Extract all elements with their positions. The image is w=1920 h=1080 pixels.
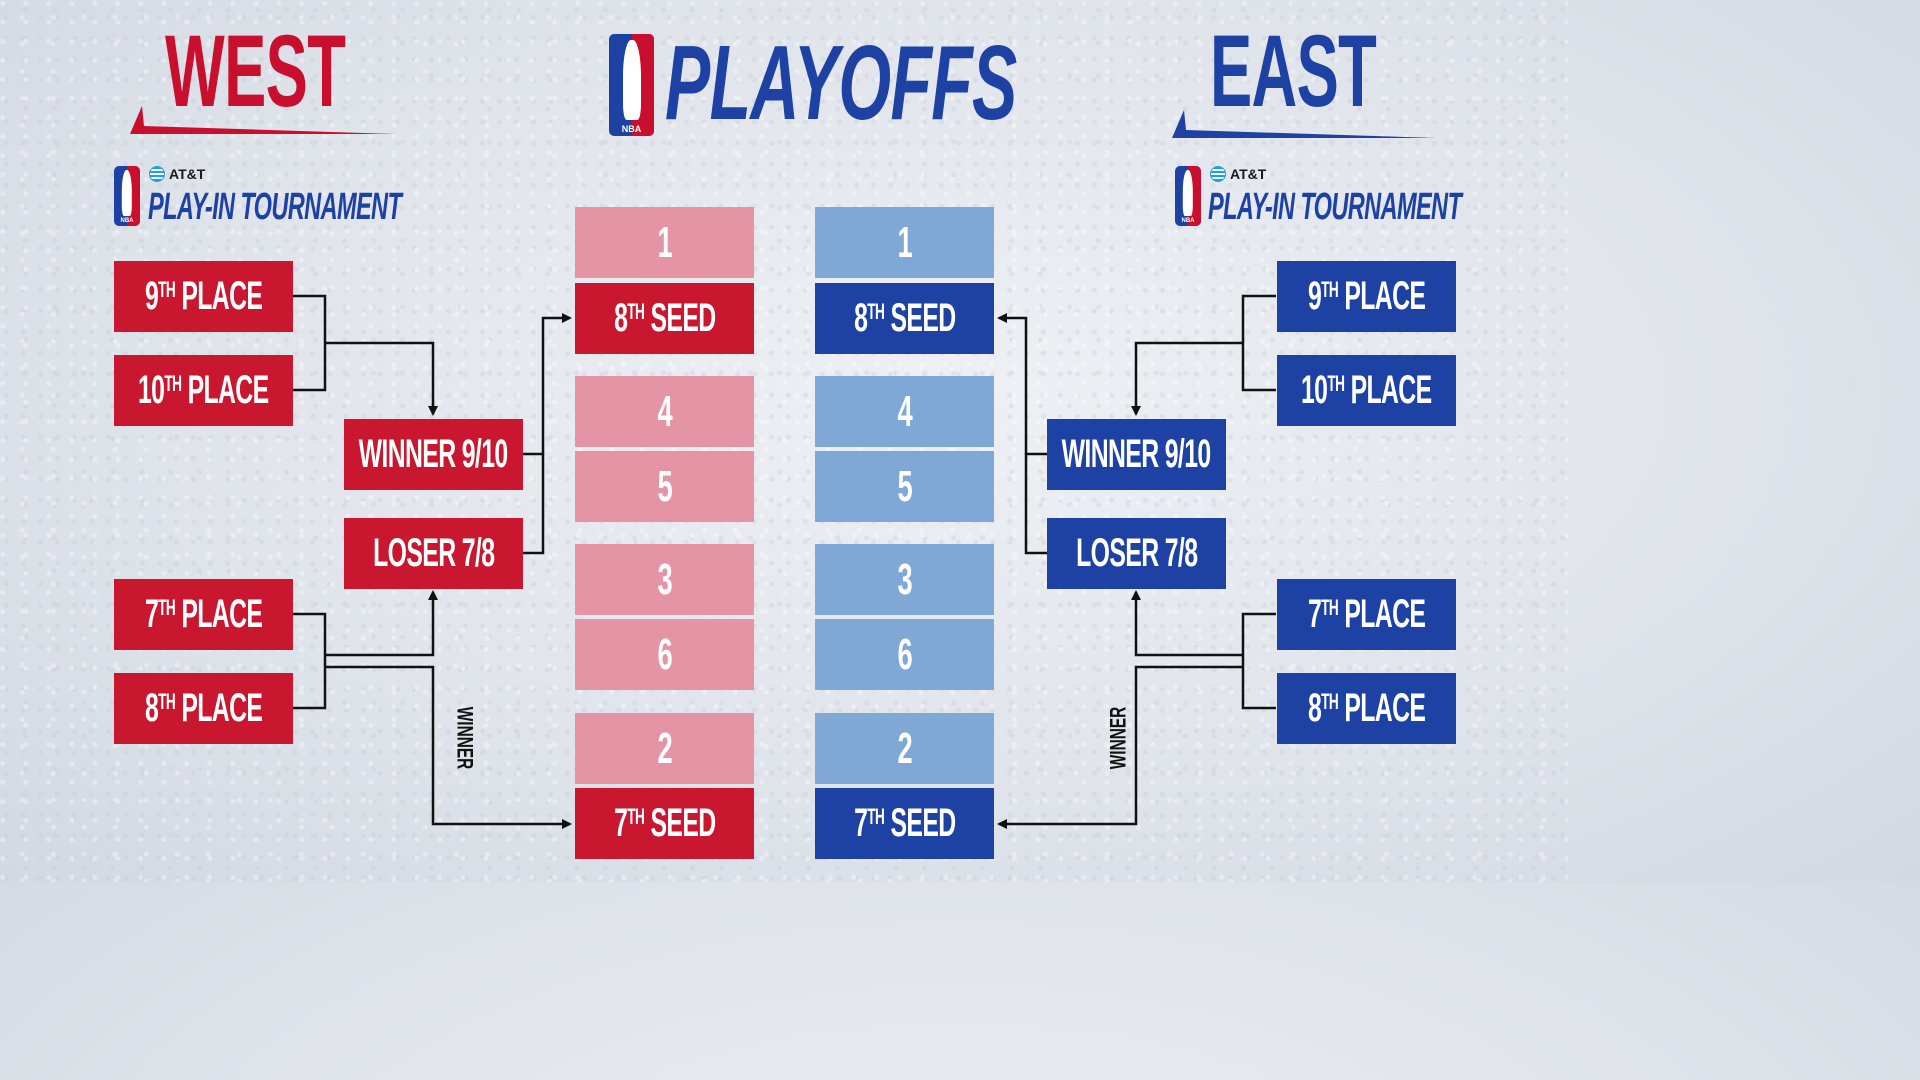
east-seed-1: 1 — [815, 207, 994, 278]
west-seed-2: 2 — [575, 713, 754, 784]
east-8th-seed: 8TH SEED — [815, 283, 994, 354]
west-seed-4: 4 — [575, 376, 754, 447]
west-7th-place: 7TH PLACE — [114, 579, 293, 650]
east-underline-swoosh — [1172, 110, 1437, 138]
east-nba-logo: NBA — [1175, 166, 1201, 226]
west-9th-place: 9TH PLACE — [114, 261, 293, 332]
east-seed-2: 2 — [815, 713, 994, 784]
att-globe-icon — [1210, 166, 1226, 182]
east-seed-6: 6 — [815, 619, 994, 690]
west-seed-6: 6 — [575, 619, 754, 690]
east-7th-place: 7TH PLACE — [1277, 579, 1456, 650]
west-seed-5: 5 — [575, 451, 754, 522]
west-title: WEST — [165, 14, 346, 128]
bracket-lines — [292, 294, 1276, 829]
east-winner-9-10: WINNER 9/10 — [1047, 419, 1226, 490]
east-playin-label: PLAY-IN TOURNAMENT — [1208, 186, 1462, 228]
east-loser-7-8: LOSER 7/8 — [1047, 518, 1226, 589]
west-seed-3: 3 — [575, 544, 754, 615]
west-10th-place: 10TH PLACE — [114, 355, 293, 426]
east-att-sponsor: AT&T — [1210, 166, 1266, 182]
west-seed-1: 1 — [575, 207, 754, 278]
nba-logo: NBA — [609, 34, 654, 136]
west-att-sponsor: AT&T — [149, 166, 205, 182]
east-seed-5: 5 — [815, 451, 994, 522]
att-globe-icon — [149, 166, 165, 182]
west-nba-logo: NBA — [114, 166, 140, 226]
west-winner-9-10: WINNER 9/10 — [344, 419, 523, 490]
east-title: EAST — [1210, 14, 1377, 128]
playoffs-title: PLAYOFFS — [665, 24, 1017, 142]
west-8th-seed: 8TH SEED — [575, 283, 754, 354]
west-7th-seed: 7TH SEED — [575, 788, 754, 859]
west-8th-place: 8TH PLACE — [114, 673, 293, 744]
east-winner-label: WINNER — [1105, 706, 1131, 770]
west-winner-label: WINNER — [452, 706, 478, 770]
east-seed-4: 4 — [815, 376, 994, 447]
east-7th-seed: 7TH SEED — [815, 788, 994, 859]
east-9th-place: 9TH PLACE — [1277, 261, 1456, 332]
east-10th-place: 10TH PLACE — [1277, 355, 1456, 426]
west-underline-swoosh — [130, 106, 395, 134]
east-8th-place: 8TH PLACE — [1277, 673, 1456, 744]
east-seed-3: 3 — [815, 544, 994, 615]
west-playin-label: PLAY-IN TOURNAMENT — [148, 186, 402, 228]
west-loser-7-8: LOSER 7/8 — [344, 518, 523, 589]
